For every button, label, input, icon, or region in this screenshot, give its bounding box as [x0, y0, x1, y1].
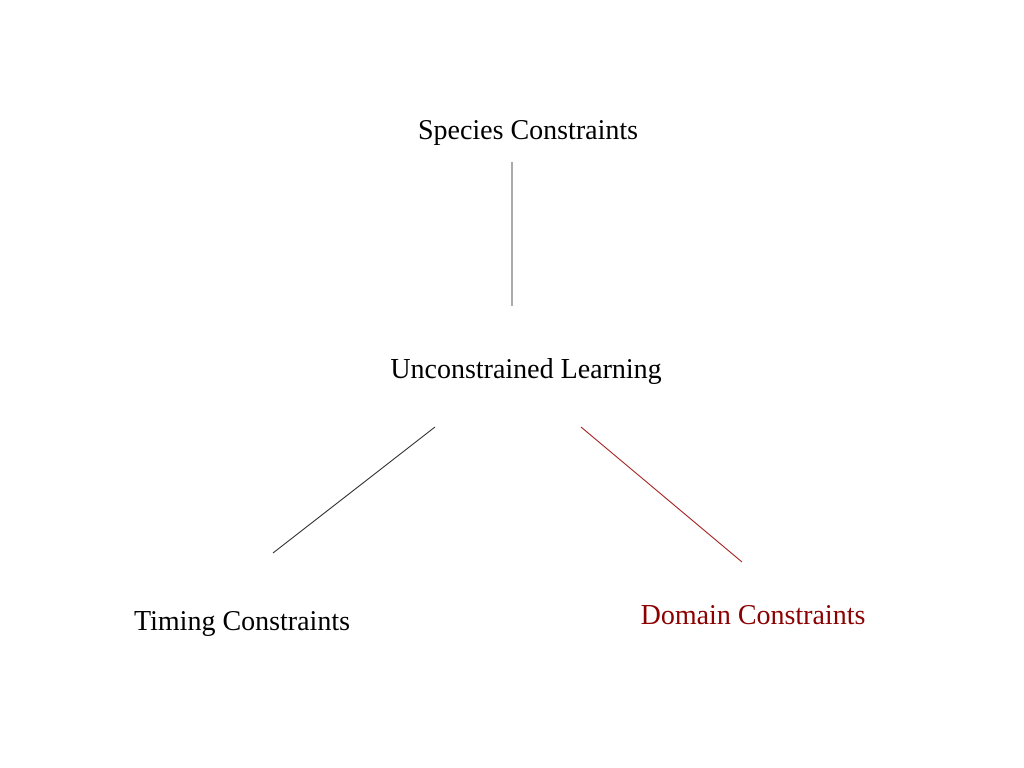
- node-timing-constraints: Timing Constraints: [133, 606, 351, 637]
- edge-unconstrained-to-timing: [272, 426, 436, 554]
- node-unconstrained-learning: Unconstrained Learning: [390, 354, 662, 385]
- edge-unconstrained-to-domain: [580, 426, 743, 563]
- node-species-constraints: Species Constraints: [417, 115, 639, 146]
- node-domain-constraints: Domain Constraints: [640, 600, 866, 631]
